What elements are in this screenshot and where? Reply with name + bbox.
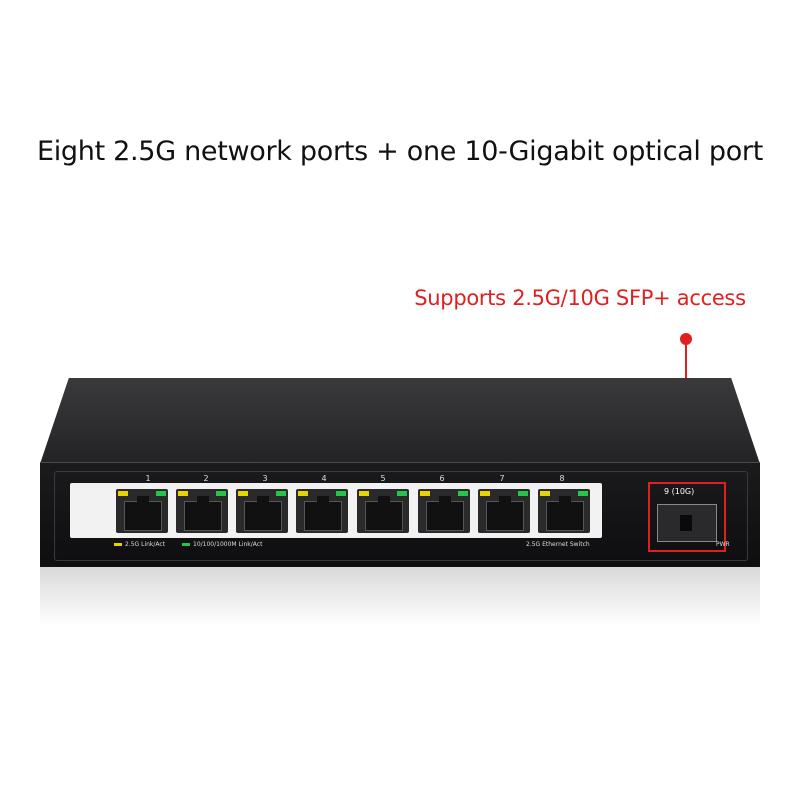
ethernet-jack-icon bbox=[426, 496, 464, 531]
link-led-yellow bbox=[178, 491, 188, 496]
port-number: 8 bbox=[559, 474, 565, 483]
sfp-callout-text: Supports 2.5G/10G SFP+ access bbox=[414, 286, 746, 310]
link-led-green bbox=[276, 491, 286, 496]
sfp-highlight-box bbox=[648, 482, 726, 552]
rj45-port-5 bbox=[357, 489, 409, 533]
product-name: 2.5G Ethernet Switch bbox=[526, 541, 590, 548]
rj45-port-1 bbox=[116, 489, 168, 533]
ethernet-jack-icon bbox=[184, 496, 222, 531]
rj45-port-8 bbox=[538, 489, 590, 533]
port-number: 4 bbox=[321, 474, 327, 483]
power-label: PWR bbox=[716, 541, 730, 548]
port-number: 6 bbox=[439, 474, 445, 483]
link-led-yellow bbox=[238, 491, 248, 496]
rj45-port-2 bbox=[176, 489, 228, 533]
rj45-port-3 bbox=[236, 489, 288, 533]
floor-reflection bbox=[40, 566, 760, 626]
port-number: 7 bbox=[499, 474, 505, 483]
ethernet-jack-icon bbox=[304, 496, 342, 531]
link-led-yellow bbox=[118, 491, 128, 496]
sfp-port-label: 9 (10G) bbox=[664, 487, 695, 496]
headline: Eight 2.5G network ports + one 10-Gigabi… bbox=[36, 136, 764, 167]
link-led-yellow bbox=[480, 491, 490, 496]
rj45-port-7 bbox=[478, 489, 530, 533]
legend-1000m-label: 10/100/1000M Link/Act bbox=[193, 541, 263, 548]
ethernet-jack-icon bbox=[124, 496, 162, 531]
ethernet-jack-icon bbox=[546, 496, 584, 531]
link-led-green bbox=[518, 491, 528, 496]
switch-top-surface bbox=[40, 378, 760, 464]
link-led-green bbox=[397, 491, 407, 496]
link-led-yellow bbox=[359, 491, 369, 496]
link-led-green bbox=[336, 491, 346, 496]
port-number: 5 bbox=[380, 474, 386, 483]
green-led-swatch bbox=[182, 543, 190, 546]
port-number: 3 bbox=[262, 474, 268, 483]
link-led-yellow bbox=[540, 491, 550, 496]
port-number: 1 bbox=[145, 474, 151, 483]
legend-25g-label: 2.5G Link/Act bbox=[125, 541, 166, 548]
legend-1000m: 10/100/1000M Link/Act bbox=[182, 541, 262, 548]
front-bezel bbox=[54, 471, 748, 561]
legend-25g: 2.5G Link/Act bbox=[114, 541, 165, 548]
link-led-green bbox=[216, 491, 226, 496]
port-number: 2 bbox=[203, 474, 209, 483]
rj45-port-4 bbox=[296, 489, 348, 533]
ethernet-jack-icon bbox=[486, 496, 524, 531]
ethernet-jack-icon bbox=[244, 496, 282, 531]
link-led-green bbox=[458, 491, 468, 496]
yellow-led-swatch bbox=[114, 543, 122, 546]
rj45-port-6 bbox=[418, 489, 470, 533]
link-led-green bbox=[578, 491, 588, 496]
link-led-yellow bbox=[298, 491, 308, 496]
ethernet-jack-icon bbox=[365, 496, 403, 531]
sfp-plus-port bbox=[657, 504, 717, 542]
link-led-green bbox=[156, 491, 166, 496]
link-led-yellow bbox=[420, 491, 430, 496]
